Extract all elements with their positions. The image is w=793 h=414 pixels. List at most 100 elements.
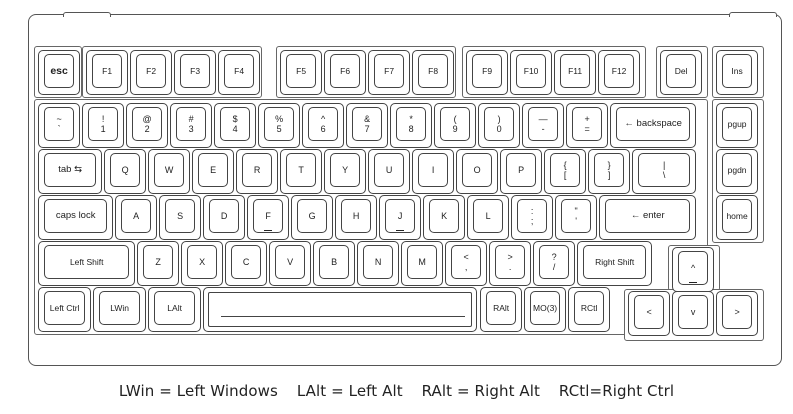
key-quote[interactable]: "' [555,195,598,240]
key-f10[interactable]: F10 [510,50,553,95]
key-equal[interactable]: += [566,103,609,148]
key-4[interactable]: $4 [214,103,257,148]
key-h[interactable]: H [335,195,378,240]
key-x[interactable]: X [181,241,224,286]
key-lshift[interactable]: Left Shift [38,241,136,286]
key-p[interactable]: P [500,149,543,194]
key-slash[interactable]: ?/ [533,241,576,286]
keycap-legend: F4 [234,65,245,76]
key-u[interactable]: U [368,149,411,194]
key-w[interactable]: W [148,149,191,194]
key-esc[interactable]: esc [38,50,81,95]
key-9[interactable]: (9 [434,103,477,148]
key-k[interactable]: K [423,195,466,240]
key-s[interactable]: S [159,195,202,240]
key-8[interactable]: *8 [390,103,433,148]
key-f5[interactable]: F5 [280,50,323,95]
key-lctrl[interactable]: Left Ctrl [38,287,92,332]
key-n[interactable]: N [357,241,400,286]
key-i[interactable]: I [412,149,455,194]
key-period[interactable]: >. [489,241,532,286]
keycap-f: F [253,199,284,233]
key-2[interactable]: @2 [126,103,169,148]
key-g[interactable]: G [291,195,334,240]
key-pgup[interactable]: pgup [716,103,759,148]
key-j[interactable]: J [379,195,422,240]
key-t[interactable]: T [280,149,323,194]
keycap-legend-top: % [275,114,284,124]
key-semicolon[interactable]: :; [511,195,554,240]
key-a[interactable]: A [115,195,158,240]
keycap-0: )0 [484,107,515,141]
key-f12[interactable]: F12 [598,50,641,95]
key-rshift[interactable]: Right Shift [577,241,653,286]
keycap-up: ^ [678,251,709,285]
key-mo3[interactable]: MO(3) [524,287,567,332]
key-f3[interactable]: F3 [174,50,217,95]
key-tab[interactable]: tab ⇆ [38,149,103,194]
keycap-legend: I [431,164,435,175]
key-rbracket[interactable]: }] [588,149,631,194]
key-left[interactable]: < [628,291,671,336]
key-lwin[interactable]: LWin [93,287,147,332]
key-f8[interactable]: F8 [412,50,455,95]
key-z[interactable]: Z [137,241,180,286]
key-del[interactable]: Del [660,50,703,95]
key-down[interactable]: v [672,291,715,336]
homing-bar [264,230,273,231]
keycap-legend: Y [342,164,349,175]
key-backspace[interactable]: ← backspace [610,103,697,148]
key-b[interactable]: B [313,241,356,286]
key-up[interactable]: ^ [672,247,715,292]
key-r[interactable]: R [236,149,279,194]
key-rctl[interactable]: RCtl [568,287,611,332]
key-3[interactable]: #3 [170,103,213,148]
key-backslash[interactable]: |\ [632,149,697,194]
keycap-esc: esc [44,54,75,88]
key-f1[interactable]: F1 [86,50,129,95]
key-l[interactable]: L [467,195,510,240]
key-v[interactable]: V [269,241,312,286]
key-pgdn[interactable]: pgdn [716,149,759,194]
keycap-legend-top: | [662,160,666,170]
key-1[interactable]: !1 [82,103,125,148]
key-c[interactable]: C [225,241,268,286]
key-o[interactable]: O [456,149,499,194]
keycap-legend: Z [155,256,161,267]
key-f7[interactable]: F7 [368,50,411,95]
key-capslock[interactable]: caps lock [38,195,114,240]
key-q[interactable]: Q [104,149,147,194]
key-f9[interactable]: F9 [466,50,509,95]
key-5[interactable]: %5 [258,103,301,148]
key-lalt[interactable]: LAlt [148,287,202,332]
keycap-pgdn: pgdn [722,153,753,187]
key-f[interactable]: F [247,195,290,240]
key-m[interactable]: M [401,241,444,286]
key-f6[interactable]: F6 [324,50,367,95]
keycap-legend: P [518,164,525,175]
key-space[interactable] [203,287,478,332]
key-d[interactable]: D [203,195,246,240]
key-lbracket[interactable]: {[ [544,149,587,194]
key-enter[interactable]: ← enter [599,195,697,240]
key-6[interactable]: ^6 [302,103,345,148]
key-7[interactable]: &7 [346,103,389,148]
keycap-j: J [385,199,416,233]
keycap-legend: N [374,256,382,267]
key-f11[interactable]: F11 [554,50,597,95]
key-grave[interactable]: ~` [38,103,81,148]
key-ins[interactable]: Ins [716,50,759,95]
keycap-k: K [429,199,460,233]
key-e[interactable]: E [192,149,235,194]
key-0[interactable]: )0 [478,103,521,148]
key-ralt[interactable]: RAlt [480,287,523,332]
key-f4[interactable]: F4 [218,50,261,95]
key-f2[interactable]: F2 [130,50,173,95]
keycap-legend: B [331,256,338,267]
keycap-l: L [473,199,504,233]
key-minus[interactable]: —- [522,103,565,148]
key-home[interactable]: home [716,195,759,240]
key-right[interactable]: > [716,291,759,336]
key-comma[interactable]: <, [445,241,488,286]
key-y[interactable]: Y [324,149,367,194]
